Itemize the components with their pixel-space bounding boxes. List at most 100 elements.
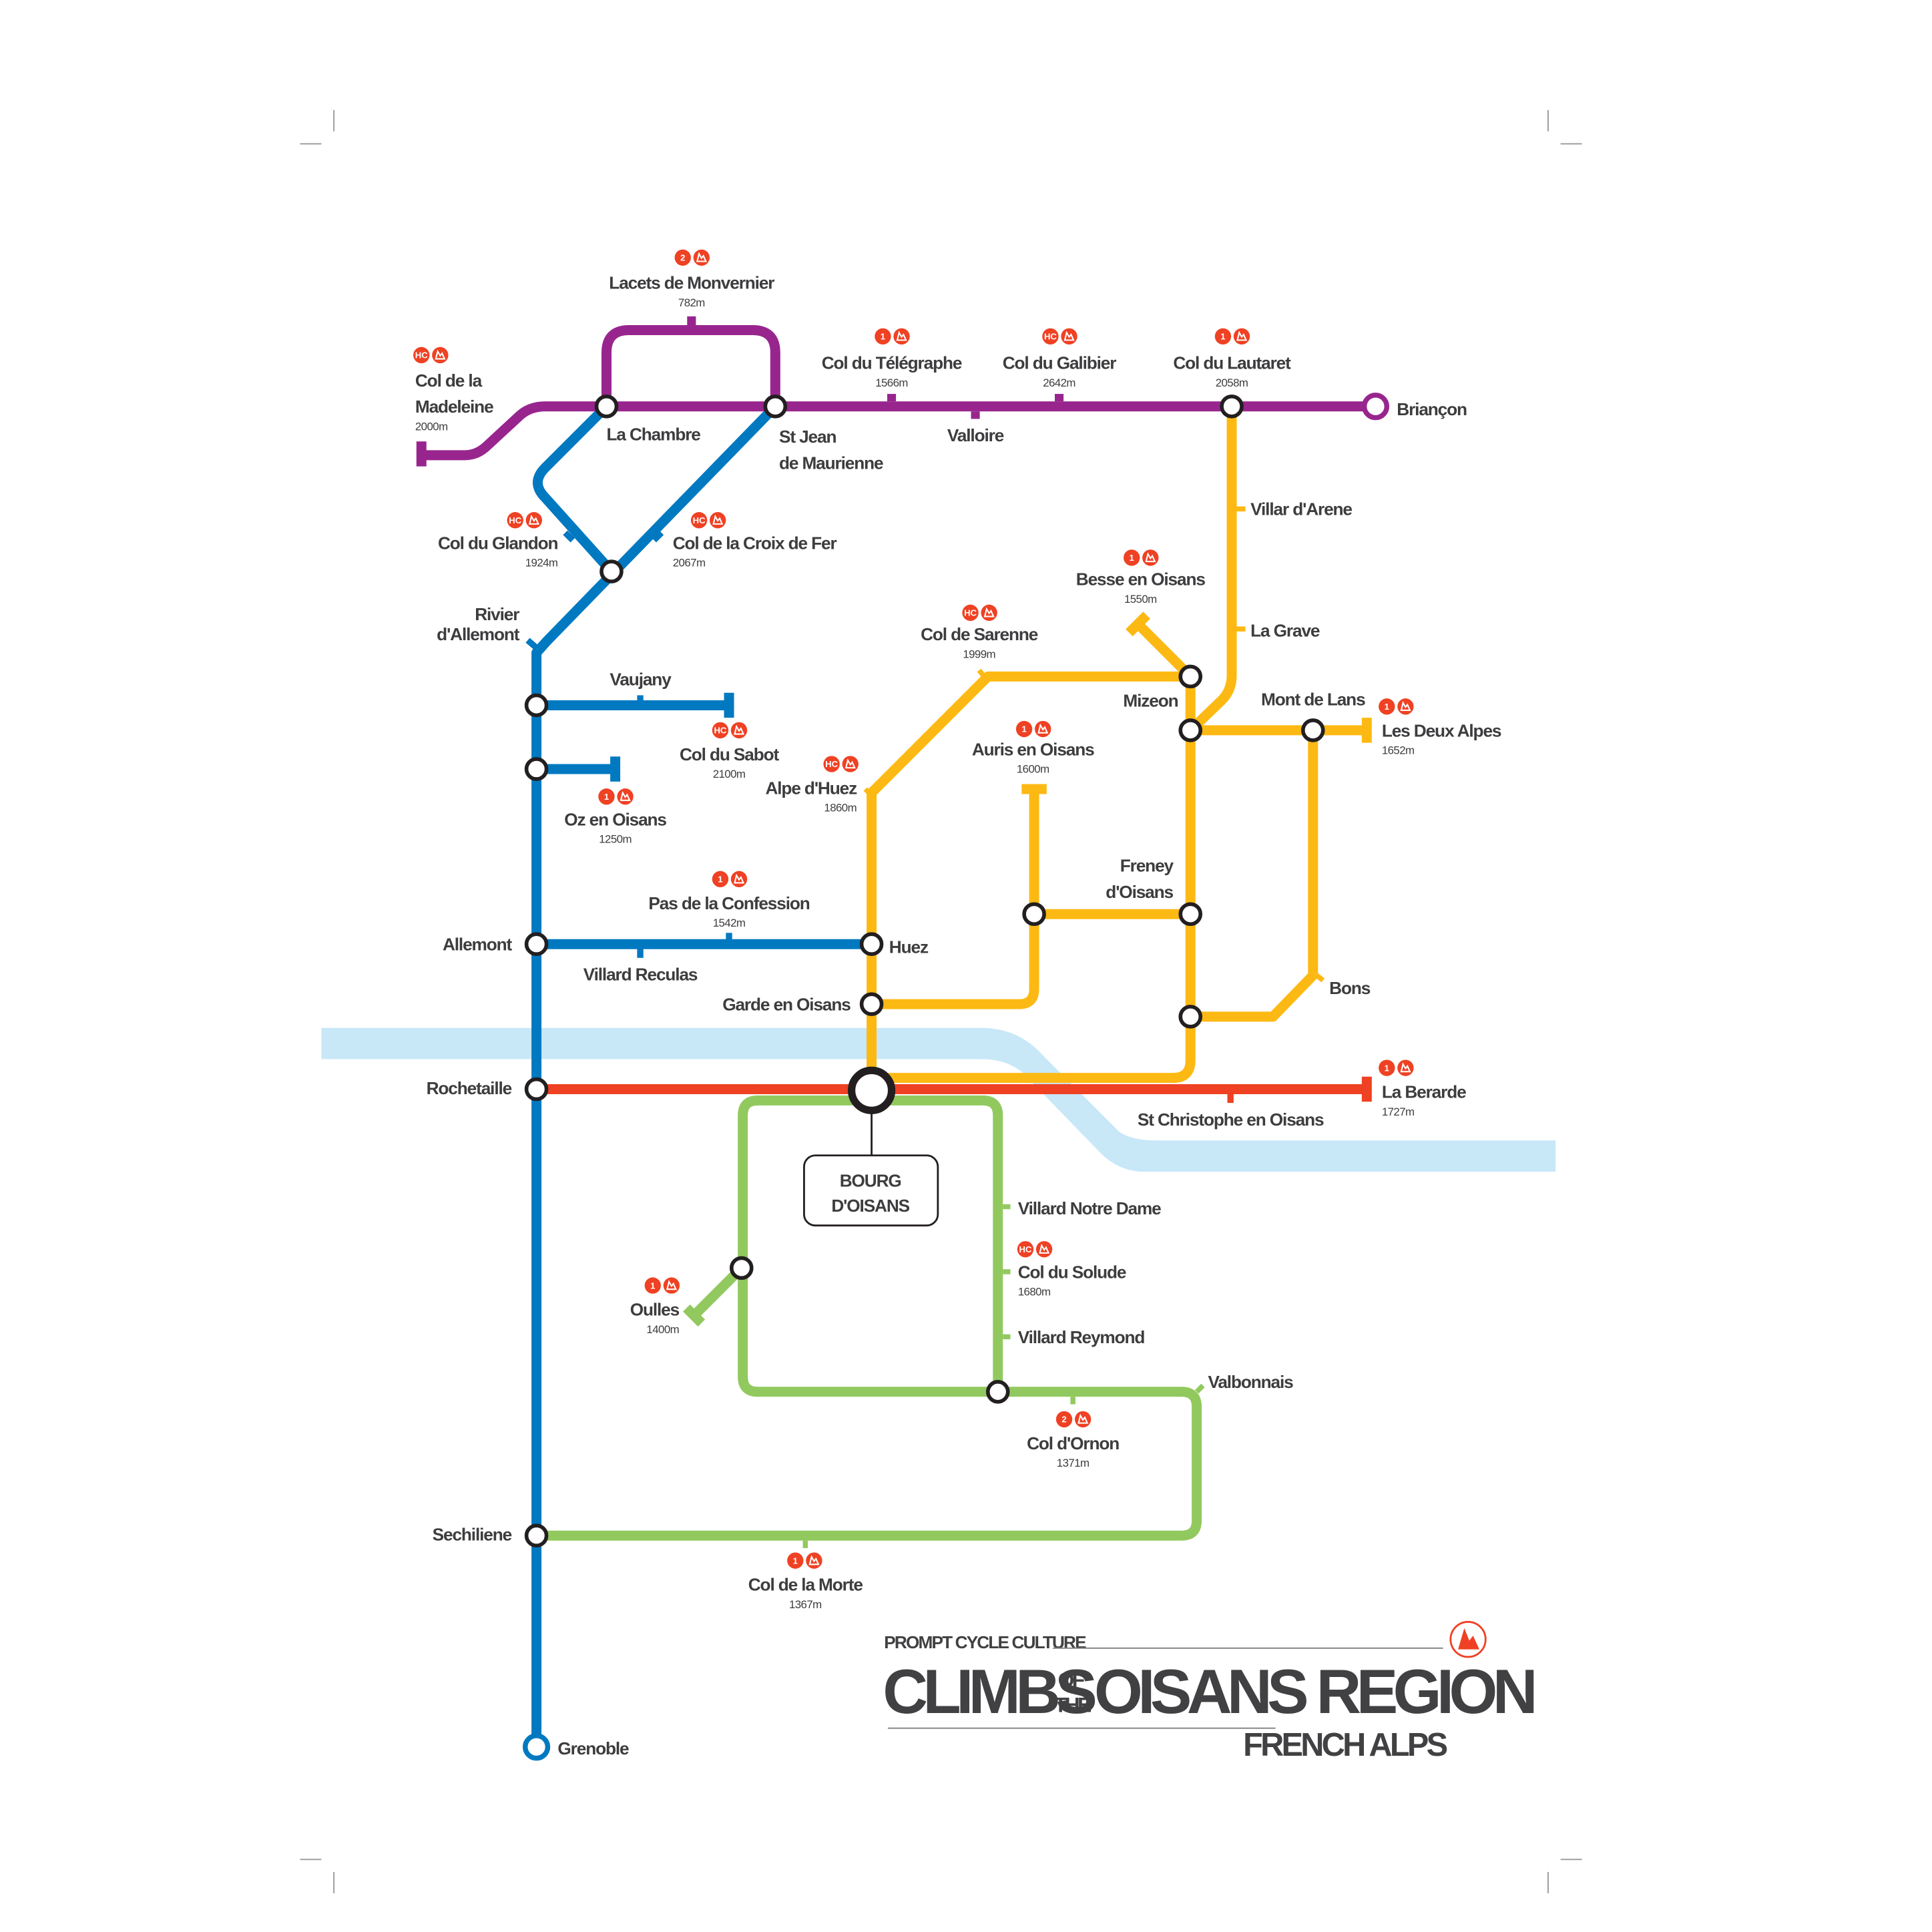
alt-glandon: 1924m bbox=[525, 557, 558, 569]
badge-alpe-dhuez: HC bbox=[823, 755, 859, 773]
label-la-chambre: La Chambre bbox=[606, 424, 700, 444]
alt-ornon: 1371m bbox=[1057, 1457, 1090, 1469]
station-allemont[interactable] bbox=[524, 932, 549, 957]
badge-oulles: 1 bbox=[644, 1276, 681, 1294]
station-oulles-junction[interactable] bbox=[729, 1256, 754, 1280]
title-climbs: CLIMBS bbox=[883, 1656, 1095, 1726]
svg-text:HC: HC bbox=[1019, 1244, 1032, 1254]
label-madeleine: Col de la bbox=[415, 371, 483, 391]
station-freney[interactable] bbox=[1178, 902, 1203, 927]
label-grenoble: Grenoble bbox=[557, 1738, 629, 1758]
svg-text:1: 1 bbox=[1385, 1063, 1389, 1073]
title-block: PROMPT CYCLE CULTURE CLIMBS OF THE OISAN… bbox=[883, 1621, 1539, 1763]
station-mont-de-lans-junction[interactable] bbox=[1178, 718, 1203, 742]
badge-auris: 1 bbox=[1015, 720, 1052, 738]
svg-text:HC: HC bbox=[509, 515, 521, 525]
label-glandon: Col du Glandon bbox=[438, 533, 558, 553]
station-mont-de-lans[interactable] bbox=[1301, 718, 1325, 742]
alt-deux-alpes: 1652m bbox=[1382, 744, 1415, 757]
label-villard-reculas: Villard Reculas bbox=[583, 965, 698, 985]
label-huez: Huez bbox=[889, 937, 929, 957]
svg-text:1: 1 bbox=[1220, 332, 1225, 342]
alt-madeleine: 2000m bbox=[415, 420, 448, 433]
station-la-chambre[interactable] bbox=[594, 394, 619, 419]
badge-ornon: 2 bbox=[1055, 1410, 1092, 1429]
svg-text:2: 2 bbox=[1061, 1415, 1066, 1425]
alt-besse: 1550m bbox=[1124, 593, 1157, 606]
badge-confession: 1 bbox=[712, 870, 748, 889]
station-freney-west[interactable] bbox=[1022, 902, 1046, 927]
badge-lautaret: 1 bbox=[1214, 327, 1251, 346]
alt-oz: 1250m bbox=[599, 832, 632, 845]
alt-sarenne: 1999m bbox=[963, 648, 995, 660]
alt-croix-de-fer: 2067m bbox=[673, 557, 706, 569]
badge-deux-alpes: 1 bbox=[1379, 698, 1415, 716]
station-garde[interactable] bbox=[859, 992, 884, 1016]
badge-berarde: 1 bbox=[1379, 1059, 1415, 1077]
label-besse: Besse en Oisans bbox=[1076, 569, 1206, 589]
label-la-grave: La Grave bbox=[1250, 620, 1320, 640]
alt-lautaret: 2058m bbox=[1216, 377, 1248, 389]
station-sechiliene[interactable] bbox=[524, 1523, 549, 1548]
svg-text:1: 1 bbox=[1021, 724, 1026, 734]
hub-label-box: BOURG D'OISANS bbox=[803, 1110, 939, 1227]
alt-solude: 1680m bbox=[1018, 1286, 1051, 1298]
label-monvernier: Lacets de Monvernier bbox=[609, 273, 774, 293]
alt-alpe-dhuez: 1860m bbox=[824, 802, 857, 814]
title-of: OF bbox=[1058, 1668, 1085, 1692]
hub-bourg-doisans[interactable] bbox=[847, 1066, 896, 1114]
alt-auris: 1600m bbox=[1017, 763, 1049, 776]
label-sechiliene: Sechiliene bbox=[433, 1525, 512, 1545]
label-villard-reymond: Villard Reymond bbox=[1018, 1327, 1145, 1347]
label-rochetaille: Rochetaille bbox=[427, 1078, 512, 1098]
label-bons: Bons bbox=[1329, 978, 1371, 998]
svg-text:HC: HC bbox=[693, 515, 706, 525]
label-telegraphe: Col du Télégraphe bbox=[822, 353, 962, 373]
station-grenoble[interactable] bbox=[522, 1733, 551, 1761]
label-garde: Garde en Oisans bbox=[722, 994, 851, 1014]
station-vaujany[interactable] bbox=[524, 693, 549, 718]
station-lautaret-junction[interactable] bbox=[1220, 394, 1244, 419]
svg-text:HC: HC bbox=[825, 759, 838, 769]
svg-text:1: 1 bbox=[604, 792, 609, 802]
label-st-christophe: St Christophe en Oisans bbox=[1138, 1110, 1324, 1130]
label-sarenne: Col de Sarenne bbox=[921, 624, 1038, 644]
station-briancon[interactable] bbox=[1361, 393, 1390, 421]
label-ornon: Col d'Ornon bbox=[1027, 1433, 1119, 1453]
station-glandon-junction[interactable] bbox=[599, 559, 624, 583]
badge-sarenne: HC bbox=[962, 603, 998, 622]
station-rochetaille[interactable] bbox=[524, 1077, 549, 1102]
svg-text:1: 1 bbox=[1130, 553, 1134, 563]
station-oz[interactable] bbox=[524, 757, 549, 781]
badge-glandon: HC bbox=[507, 511, 543, 529]
station-huez[interactable] bbox=[859, 932, 884, 957]
svg-text:1: 1 bbox=[1385, 702, 1389, 712]
svg-text:HC: HC bbox=[415, 350, 428, 360]
svg-text:1: 1 bbox=[793, 1555, 798, 1565]
station-mizeon[interactable] bbox=[1178, 664, 1203, 689]
stations bbox=[522, 393, 1390, 1761]
label-rivier: Rivier bbox=[475, 604, 519, 624]
label-confession: Pas de la Confession bbox=[648, 893, 809, 913]
badge-monvernier: 2 bbox=[674, 248, 711, 267]
label-auris: Auris en Oisans bbox=[972, 739, 1094, 759]
badge-telegraphe: 1 bbox=[875, 327, 911, 346]
label-briancon: Briançon bbox=[1397, 399, 1467, 419]
station-ornon-junction[interactable] bbox=[985, 1380, 1010, 1404]
station-bons-junction[interactable] bbox=[1178, 1005, 1203, 1029]
river bbox=[321, 1027, 1556, 1172]
hub-name-line2: D'OISANS bbox=[831, 1196, 909, 1216]
label-st-jean-2: de Maurienne bbox=[779, 453, 883, 473]
label-oulles: Oulles bbox=[630, 1300, 680, 1320]
badge-solude: HC bbox=[1017, 1240, 1053, 1258]
station-st-jean[interactable] bbox=[763, 394, 788, 419]
label-rivier-2: d'Allemont bbox=[437, 624, 520, 644]
label-mont-de-lans: Mont de Lans bbox=[1261, 689, 1365, 709]
label-valloire: Valloire bbox=[947, 425, 1004, 445]
badge-morte: 1 bbox=[787, 1551, 823, 1569]
label-freney: Freney bbox=[1120, 856, 1174, 876]
alt-telegraphe: 1566m bbox=[875, 377, 908, 389]
alt-sabot: 2100m bbox=[713, 768, 746, 780]
label-st-jean: St Jean bbox=[779, 427, 836, 447]
label-galibier: Col du Galibier bbox=[1003, 353, 1117, 373]
